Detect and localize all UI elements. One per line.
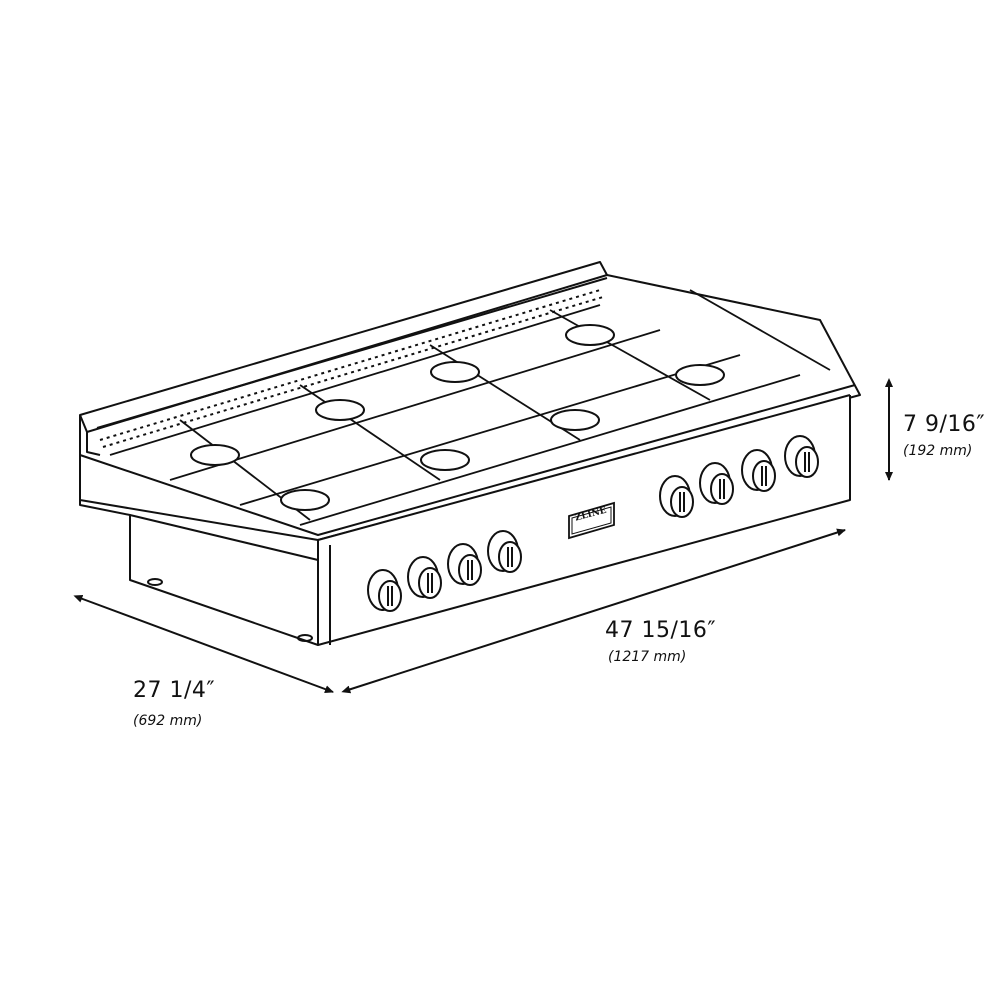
depth-dimension-imperial: 27 1/4″ <box>133 678 216 703</box>
knob-5 <box>659 475 694 518</box>
dimension-lines <box>73 378 893 694</box>
burner-6 <box>550 409 600 431</box>
burner-heads <box>190 324 725 511</box>
knob-7 <box>741 449 776 492</box>
depth-dimension-metric: (692 mm) <box>133 713 203 729</box>
burner-4 <box>420 449 470 471</box>
burner-8 <box>675 364 725 386</box>
burner-2 <box>280 489 330 511</box>
width-dimension-metric: (1217 mm) <box>608 649 687 665</box>
burner-5 <box>430 361 480 383</box>
width-arrow <box>341 528 846 694</box>
burner-3 <box>315 399 365 421</box>
knob-8 <box>784 435 819 478</box>
height-dimension-imperial: 7 9/16″ <box>903 412 986 437</box>
burner-1 <box>190 444 240 466</box>
depth-arrow <box>73 594 334 693</box>
knob-6 <box>699 462 734 505</box>
burner-7 <box>565 324 615 346</box>
height-dimension-metric: (192 mm) <box>903 443 973 459</box>
rear-vent-slots <box>99 289 604 448</box>
width-dimension-imperial: 47 15/16″ <box>605 618 717 643</box>
